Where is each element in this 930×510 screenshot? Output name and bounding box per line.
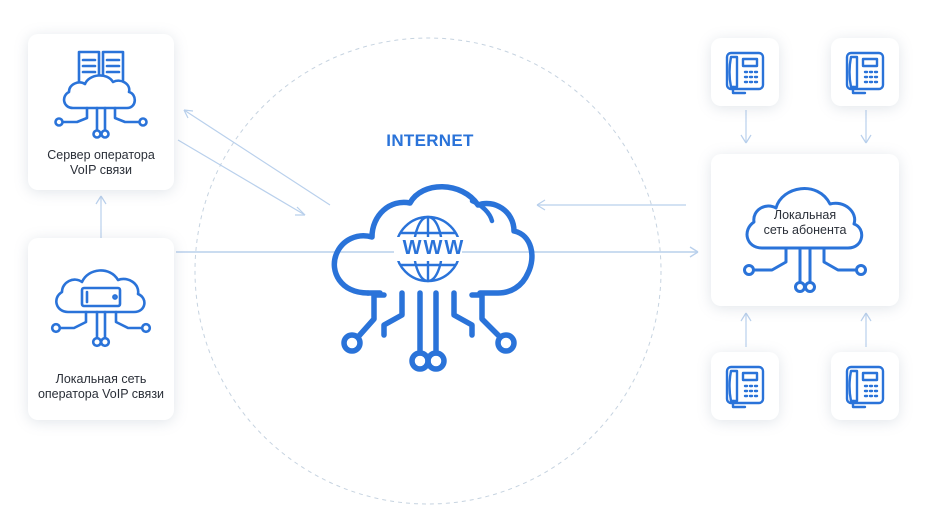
www-text: WWW (402, 237, 466, 259)
phone-card-bottom-right (831, 352, 899, 420)
arrow-internet-to-server (183, 109, 331, 206)
phone-cloud-icon (50, 269, 152, 348)
phone-card-bottom-left (711, 352, 779, 420)
globe-cloud-icon (331, 184, 535, 372)
desk-phone-icon (725, 365, 765, 409)
phone-card-top-right (831, 38, 899, 106)
arrow-server-to-internet (177, 139, 306, 216)
operator-lan-label: Локальная сеть оператора VoIP связи (37, 372, 165, 401)
subscriber-lan-card: Локальная сеть абонента (711, 154, 899, 306)
server-card: Сервер оператора VoIP связи (28, 34, 174, 190)
desk-phone-icon (845, 365, 885, 409)
internet-title: INTERNET (386, 131, 474, 150)
server-cloud-icon (54, 50, 148, 139)
desk-phone-icon (845, 51, 885, 95)
phone-card-top-left (711, 38, 779, 106)
subscriber-lan-label: Локальная сеть абонента (763, 208, 847, 237)
desk-phone-icon (725, 51, 765, 95)
internet-boundary-circle (194, 37, 662, 505)
operator-lan-card: Локальная сеть оператора VoIP связи (28, 238, 174, 420)
cloud-network-icon (743, 187, 867, 293)
server-label: Сервер оператора VoIP связи (47, 148, 155, 177)
